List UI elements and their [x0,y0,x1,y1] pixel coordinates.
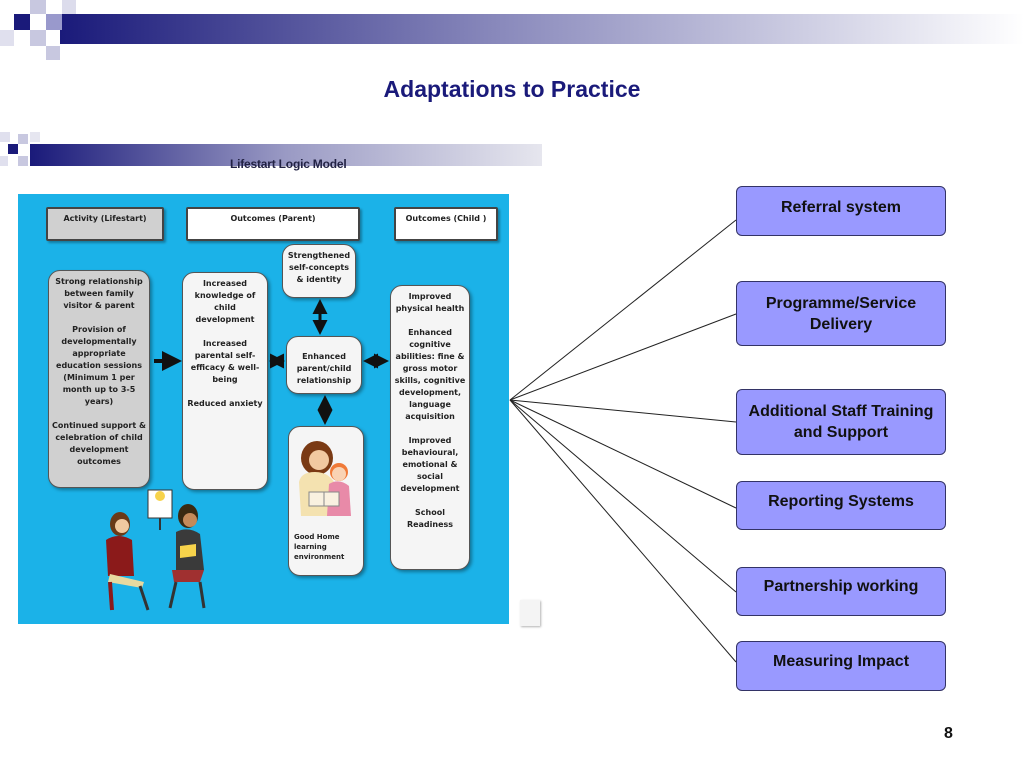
activity-box: Strong relationship between family visit… [48,270,150,488]
logic-model-banner [0,132,542,166]
slide-title: Adaptations to Practice [383,76,641,102]
logic-model-title: Lifestart Logic Model [230,157,347,171]
connector-reporting [509,399,737,509]
adaptation-reporting-systems: Reporting Systems [736,481,946,530]
connector-programme [509,313,737,401]
connector-training [509,399,737,423]
adaptation-referral-system: Referral system [736,186,946,236]
parent-child-reading-illustration [299,441,351,516]
slide-placeholder-square [520,600,540,626]
family-visit-illustration [106,489,206,611]
adaptation-partnership-working: Partnership working [736,567,946,616]
relationship-box: Enhanced parent/child relationship [286,336,362,394]
connector-measuring [509,399,737,663]
adaptation-measuring-impact: Measuring Impact [736,641,946,691]
connector-referral [509,219,737,401]
self-concepts-box: Strengthened self-concepts & identity [282,244,356,298]
adaptation-staff-training: Additional Staff Training and Support [736,389,946,455]
home-env-label: Good Home learning environment [294,533,345,561]
adaptation-programme-delivery: Programme/Service Delivery [736,281,946,346]
header-activity: Activity (Lifestart) [46,207,164,241]
connector-partnership [509,399,737,593]
header-banner [0,0,1024,60]
header-outcomes-child: Outcomes (Child ) [394,207,498,241]
page-number: 8 [944,725,953,742]
child-outcomes-box: Improved physical health Enhanced cognit… [390,285,470,570]
parent-outcomes-box: Increased knowledge of child development… [182,272,268,490]
header-outcomes-parent: Outcomes (Parent) [186,207,360,241]
home-env-box: Good Home learning environment [288,426,364,576]
